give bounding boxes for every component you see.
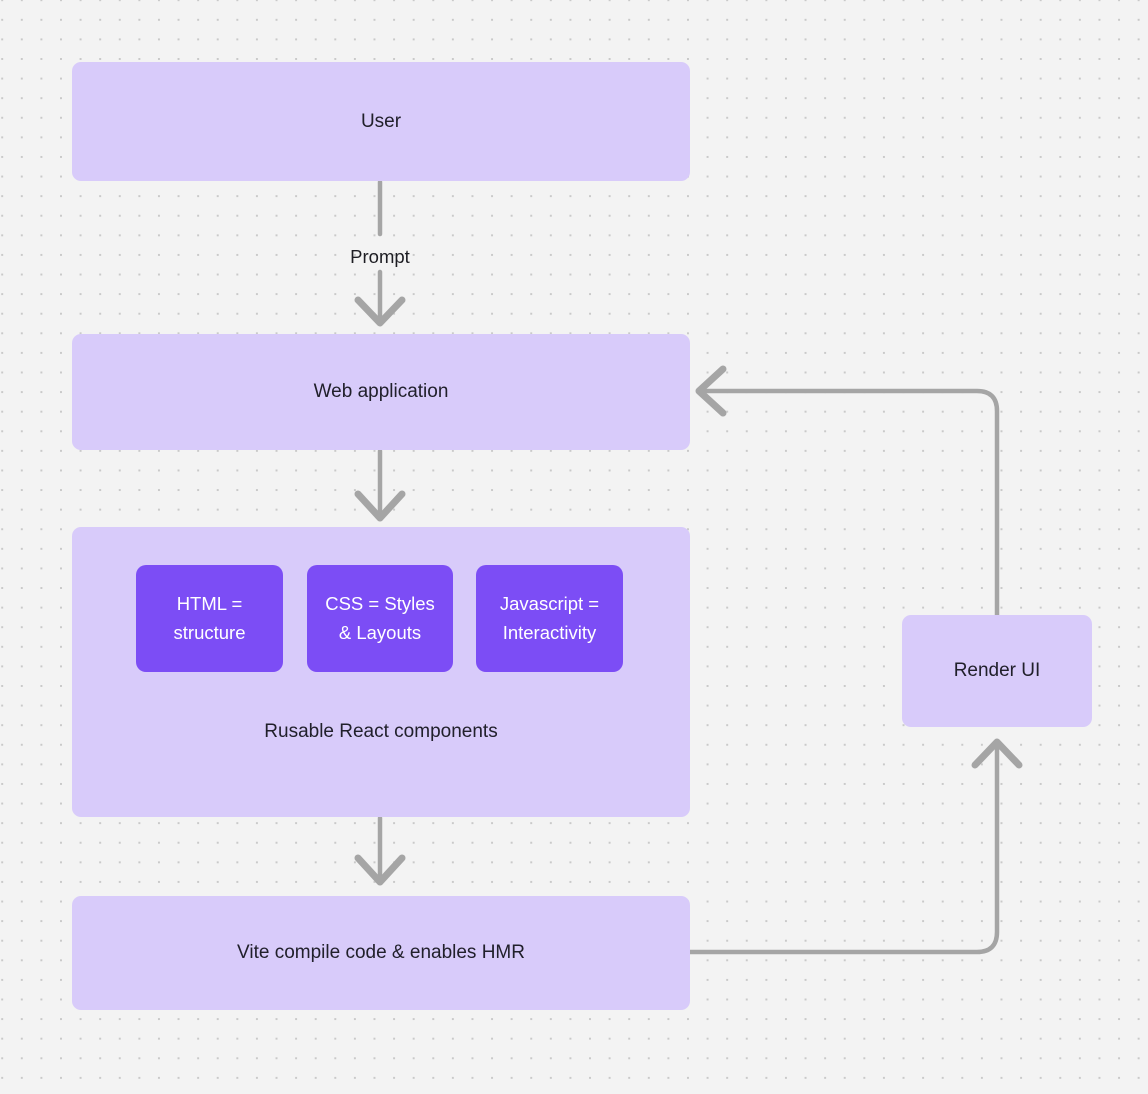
chip-html-line2: structure [173, 621, 246, 643]
node-vite[interactable]: Vite compile code & enables HMR [72, 896, 690, 1010]
chip-css[interactable]: CSS = Styles & Layouts [307, 565, 453, 672]
node-user[interactable]: User [72, 62, 690, 181]
edge-render-ui-to-webapp [695, 365, 1000, 618]
chip-javascript[interactable]: Javascript = Interactivity [476, 565, 623, 672]
arrowhead-down-icon [354, 490, 406, 522]
node-vite-label: Vite compile code & enables HMR [237, 942, 525, 964]
node-user-label: User [360, 110, 402, 132]
chip-html-line1: HTML = [176, 592, 243, 614]
chip-javascript-line2: Interactivity [502, 621, 597, 643]
edge-webapp-to-react [354, 448, 406, 522]
arrowhead-up-icon [971, 738, 1023, 769]
node-web-application-label: Web application [313, 381, 449, 403]
react-group-caption: Rusable React components [264, 721, 498, 742]
node-render-ui-label: Render UI [953, 660, 1041, 682]
chip-html[interactable]: HTML = structure [136, 565, 283, 672]
edge-react-to-vite [354, 815, 406, 886]
node-web-application[interactable]: Web application [72, 334, 690, 450]
arrowhead-down-icon [354, 854, 406, 886]
chip-javascript-line1: Javascript = [499, 592, 600, 614]
chip-css-line1: CSS = Styles [325, 592, 435, 614]
chip-css-line2: & Layouts [338, 621, 422, 643]
edge-vite-to-render-ui [687, 738, 1023, 955]
arrowhead-down-icon [354, 296, 406, 327]
edge-label-prompt: Prompt [350, 246, 410, 267]
node-render-ui[interactable]: Render UI [902, 615, 1092, 727]
arrowhead-left-icon [695, 365, 727, 417]
